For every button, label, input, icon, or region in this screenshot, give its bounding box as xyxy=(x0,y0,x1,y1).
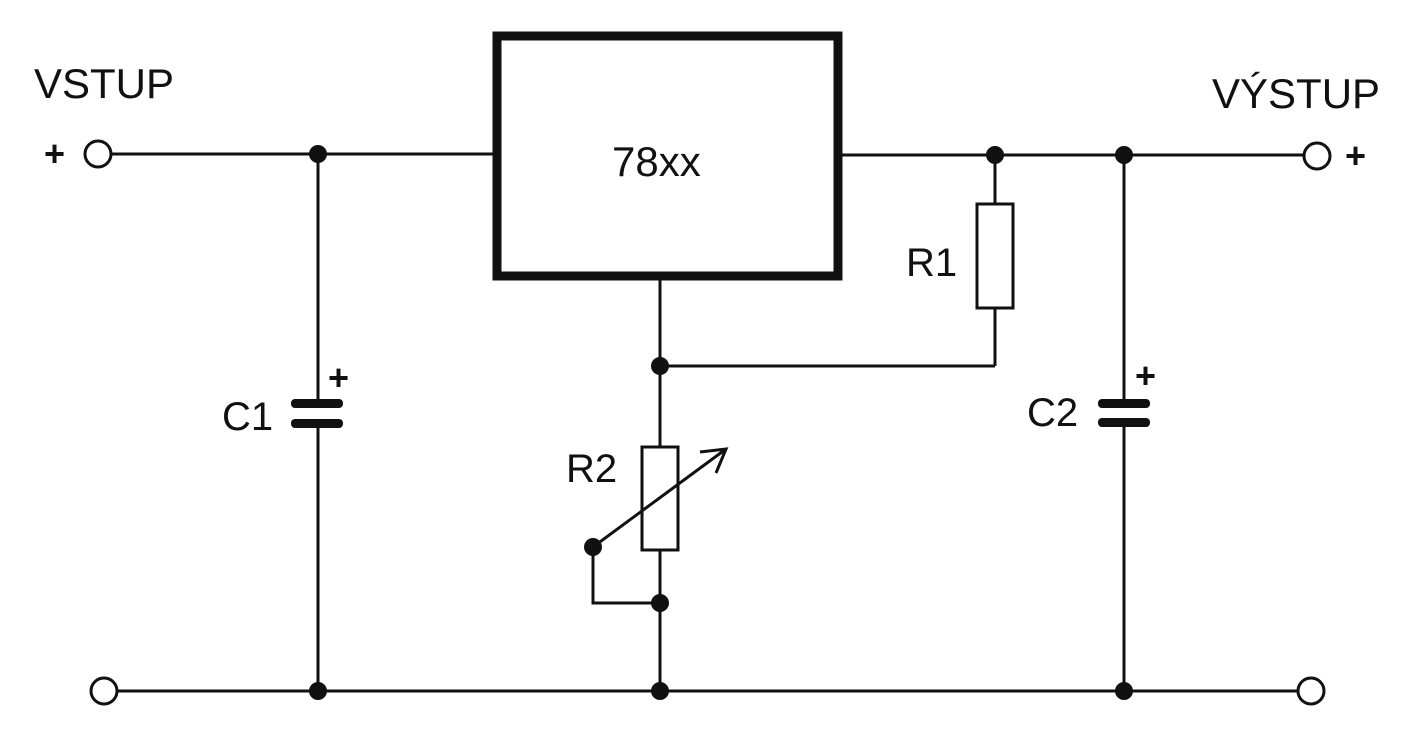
junction-dot xyxy=(1115,682,1133,700)
input-label: VSTUP xyxy=(34,60,174,107)
c1-polarity: + xyxy=(328,357,349,398)
junction-dot xyxy=(651,682,669,700)
r2-wiper-link xyxy=(591,547,660,605)
c2-plate-top xyxy=(1098,399,1150,408)
r2-adjust-arrow-shaft xyxy=(592,447,727,549)
c1-plate-top xyxy=(291,399,343,408)
r2-label: R2 xyxy=(566,447,617,491)
r1-body xyxy=(975,202,1015,310)
output-plus-sign: + xyxy=(1345,135,1366,176)
output-ground-terminal[interactable] xyxy=(1296,676,1326,706)
input-plus-sign: + xyxy=(44,133,65,174)
junction-dot xyxy=(309,145,327,163)
input-plus-terminal[interactable] xyxy=(83,139,113,169)
junction-dot xyxy=(1115,146,1133,164)
c1-plate-bottom xyxy=(291,419,343,428)
output-label: VÝSTUP xyxy=(1212,70,1380,117)
junction-dot xyxy=(651,594,669,612)
r1-label: R1 xyxy=(906,241,957,285)
junction-dot xyxy=(584,538,602,556)
regulator-block xyxy=(492,31,843,281)
c2-plate-bottom xyxy=(1098,418,1150,427)
c2-label: C2 xyxy=(1027,391,1078,435)
c2-polarity: + xyxy=(1135,355,1156,396)
regulator-label: 78xx xyxy=(612,138,701,185)
junction-dot xyxy=(986,146,1004,164)
r2-adjust-arrow-head xyxy=(699,447,729,474)
output-plus-terminal[interactable] xyxy=(1302,141,1332,171)
junction-dot xyxy=(309,682,327,700)
c1-label: C1 xyxy=(222,395,273,439)
input-ground-terminal[interactable] xyxy=(89,676,119,706)
junction-dot xyxy=(651,357,669,375)
